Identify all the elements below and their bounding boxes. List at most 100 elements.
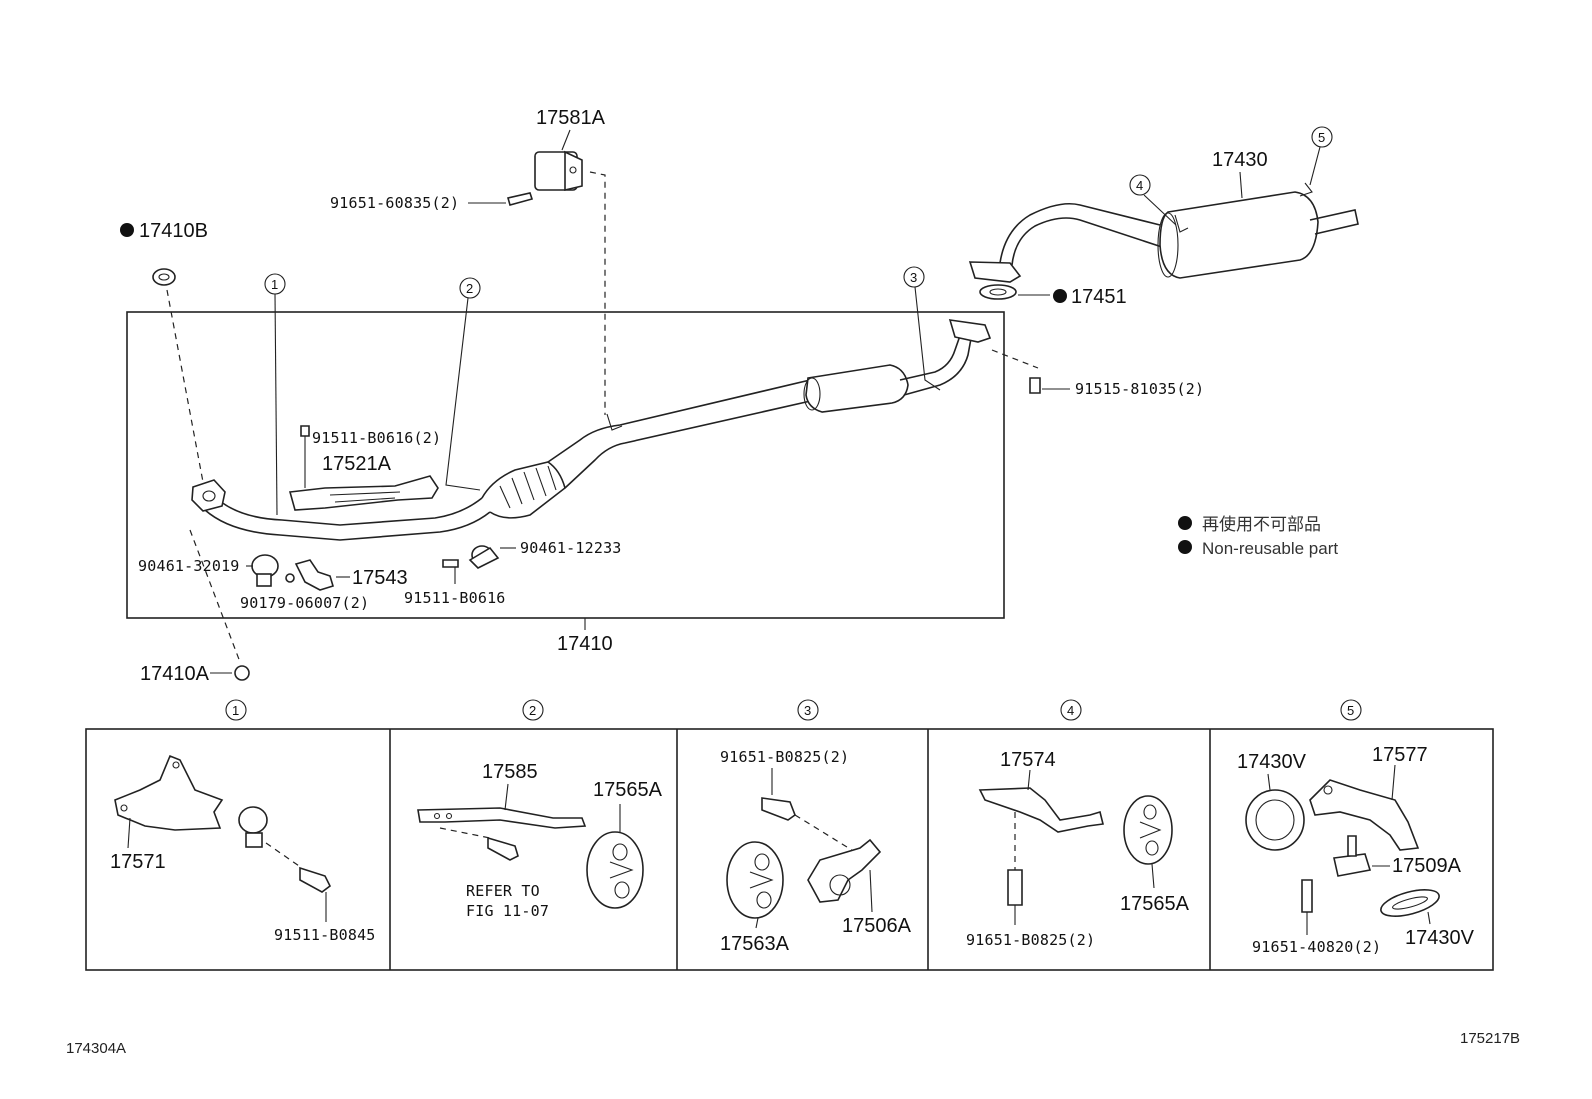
svg-text:2: 2 (529, 703, 536, 718)
catalytic-converter (481, 379, 816, 519)
panel-2: 17585 REFER TO FIG 11-07 17565A (417, 761, 663, 920)
dash-17410B (166, 289, 204, 483)
bolt-91515-81035 (1029, 377, 1041, 394)
hanger-bracket-2 (606, 413, 623, 431)
nut-90179 (285, 573, 295, 583)
callout-4: 4 (1129, 174, 1177, 226)
label-90461-12233: 90461-12233 (520, 539, 622, 557)
label-17509A: 17509A (1392, 855, 1462, 877)
panel-callout-2: 2 (522, 699, 544, 721)
dash-17581A (589, 171, 606, 415)
footer-right-code: 175217B (1460, 1030, 1520, 1047)
clamp-90461-32019 (251, 554, 279, 587)
svg-text:5: 5 (1347, 703, 1354, 718)
label-17543: 17543 (352, 567, 408, 589)
svg-text:2: 2 (466, 281, 473, 296)
label-91515-81035: 91515-81035(2) (1075, 380, 1204, 398)
block-17509A (1333, 853, 1372, 877)
legend-dot-1 (1178, 516, 1192, 530)
clamp-90461-12233 (468, 545, 500, 569)
center-pipe-flange (948, 319, 992, 343)
bolt-91651-40820 (1301, 879, 1313, 913)
label-17563A: 17563A (720, 933, 790, 955)
label-17506A: 17506A (842, 915, 912, 937)
hanger-17574 (978, 787, 1104, 833)
gasket-17451-hole (989, 288, 1007, 296)
label-17585: 17585 (482, 761, 538, 783)
label-17565A-p4: 17565A (1120, 893, 1190, 915)
label-91651-B0825-p4: 91651-B0825(2) (966, 931, 1095, 949)
rubber-hanger-17563A (726, 841, 784, 919)
rubber-hanger-17565A-p4 (1123, 795, 1173, 865)
callout-5: 5 (1309, 126, 1333, 186)
label-17430: 17430 (1212, 149, 1268, 171)
panel-callout-5: 5 (1340, 699, 1362, 721)
center-muffler (803, 319, 992, 413)
svg-text:1: 1 (232, 703, 239, 718)
bracket-17543 (294, 559, 334, 591)
label-fig-11-07: FIG 11-07 (466, 902, 549, 920)
label-17410B: 17410B (139, 220, 208, 242)
svg-text:3: 3 (910, 270, 917, 285)
assembly-17410-box (126, 311, 1005, 619)
bolt-p2 (487, 836, 519, 861)
label-91511-B0845: 91511-B0845 (274, 926, 376, 944)
heat-insulator-17521A (288, 475, 439, 511)
label-17581A: 17581A (536, 107, 606, 129)
bolt-91511-B0616-2 (300, 425, 310, 437)
label-17521A: 17521A (322, 453, 392, 475)
front-pipe-flange (191, 479, 226, 512)
label-17430V-top: 17430V (1237, 751, 1307, 773)
bolt-p4 (1007, 869, 1023, 906)
bracket-17506A (807, 838, 882, 903)
panel-4: 17574 91651-B0825(2) 17565A (966, 749, 1190, 949)
rubber-hanger-17565A-p2 (586, 831, 644, 909)
panel-callout-3: 3 (797, 699, 819, 721)
label-17565A-p2: 17565A (593, 779, 663, 801)
panel-callout-4: 4 (1060, 699, 1082, 721)
detail-panel-frame (85, 728, 1494, 971)
gasket-17451 (979, 284, 1017, 300)
front-pipe (191, 479, 491, 541)
legend-english: Non-reusable part (1202, 539, 1338, 558)
legend-japanese: 再使用不可部品 (1202, 514, 1321, 534)
label-refer-to: REFER TO (466, 882, 540, 900)
nonreusable-dot-17451 (1053, 289, 1067, 303)
bracket-17577 (1309, 779, 1420, 851)
svg-text:1: 1 (271, 277, 278, 292)
label-17571: 17571 (110, 851, 166, 873)
bolt-91651-60835 (506, 192, 534, 206)
legend-dot-2 (1178, 540, 1192, 554)
gasket-17410B (152, 268, 176, 286)
part-17581A (534, 150, 583, 192)
bracket-17571 (114, 754, 224, 831)
label-17574: 17574 (1000, 749, 1056, 771)
bolt-91511-B0616 (442, 559, 459, 568)
legend: 再使用不可部品 Non-reusable part (1178, 514, 1338, 558)
callout-1: 1 (264, 273, 286, 516)
gasket-17410B-hole (158, 273, 170, 281)
nonreusable-dot-17410B (120, 223, 134, 237)
bolt-91511-B0845 (299, 866, 332, 893)
nut-17410A (234, 665, 250, 681)
label-91511-B0616-2: 91511-B0616(2) (312, 429, 441, 447)
label-17577: 17577 (1372, 744, 1428, 766)
panel-5: 17430V 17577 17509A 91651-40820(2) 17430… (1237, 744, 1475, 956)
hanger-17585 (417, 807, 587, 829)
label-17410: 17410 (557, 633, 613, 655)
dash-17410A (189, 529, 241, 663)
svg-text:5: 5 (1318, 130, 1325, 145)
panel-1: 17571 91511-B0845 (110, 754, 376, 944)
panel-callout-1: 1 (225, 699, 247, 721)
dash-91515 (991, 349, 1039, 369)
label-17410A: 17410A (140, 663, 210, 685)
panel-3: 91651-B0825(2) 17563A 17506A (720, 748, 912, 955)
label-91651-60835: 91651-60835(2) (330, 194, 459, 212)
label-91511-B0616: 91511-B0616 (404, 589, 506, 607)
label-90461-32019: 90461-32019 (138, 557, 240, 575)
leader-17430 (1239, 171, 1243, 199)
clamp-p1 (238, 806, 268, 834)
callout-2: 2 (445, 277, 481, 491)
rear-muffler-17430 (968, 182, 1359, 283)
